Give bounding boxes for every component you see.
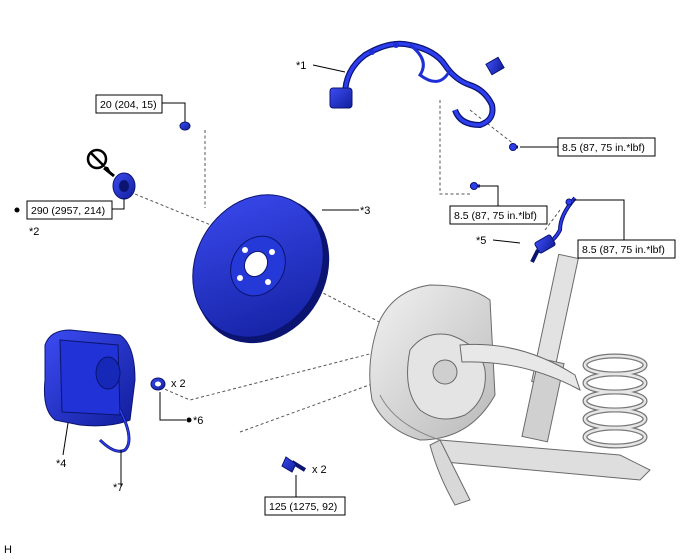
torque-label-290: 290 (2957, 214) <box>31 205 105 217</box>
torque-box-290: 290 (2957, 214) <box>26 200 113 220</box>
speed-sensor <box>530 196 577 263</box>
brake-disc <box>192 194 330 344</box>
caliper-washer <box>150 377 166 391</box>
leader-sensor <box>544 209 561 231</box>
leader-c4 <box>62 422 69 456</box>
quantity-bolt: x 2 <box>312 464 327 476</box>
leader-caliper-bolt <box>239 371 406 433</box>
hub-nut <box>112 172 136 200</box>
do-not-reuse-icon <box>86 148 115 178</box>
torque-box-20: 20 (204, 15) <box>95 94 163 114</box>
wire-harness <box>329 40 505 129</box>
quantity-washer: x 2 <box>171 378 186 390</box>
callout-5: *5 <box>476 235 486 247</box>
knuckle-lower <box>429 439 471 506</box>
torque-label-125: 125 (1275, 92) <box>269 501 337 513</box>
leader-c1 <box>312 64 346 73</box>
callout-7: *7 <box>113 482 123 494</box>
rear-suspension-assembly <box>369 253 651 506</box>
torque-label-85b: 8.5 (87, 75 in.*lbf) <box>454 210 537 222</box>
shock-absorber-tube <box>521 357 565 443</box>
leader-harness-b <box>469 109 516 146</box>
leader-85b <box>480 185 499 206</box>
torque-box-85c: 8.5 (87, 75 in.*lbf) <box>577 239 676 259</box>
leader-c6 <box>159 392 186 421</box>
torque-label-85c: 8.5 (87, 75 in.*lbf) <box>582 244 665 256</box>
leader-20 <box>162 102 186 122</box>
callout-3: *3 <box>360 205 370 217</box>
brake-caliper <box>44 329 136 453</box>
backing-plate-rim <box>379 394 441 441</box>
leader-caliper <box>154 349 386 401</box>
leader-lines <box>129 100 561 433</box>
leader-c5 <box>492 239 521 244</box>
bullet-dot-icon <box>186 417 192 423</box>
torque-label-85a: 8.5 (87, 75 in.*lbf) <box>562 142 645 154</box>
torque-box-85b: 8.5 (87, 75 in.*lbf) <box>449 205 548 225</box>
upper-arm <box>459 343 581 392</box>
harness-bolts <box>470 143 573 206</box>
disc-set-bolt <box>179 121 191 131</box>
leader-290 <box>112 198 125 210</box>
torque-box-85a: 8.5 (87, 75 in.*lbf) <box>557 137 656 157</box>
torque-label-20: 20 (204, 15) <box>100 99 157 111</box>
coil-spring <box>582 353 648 449</box>
callout-6: *6 <box>193 415 203 427</box>
callout-4: *4 <box>56 458 66 470</box>
corner-letter: H <box>4 544 12 556</box>
callout-2: *2 <box>29 226 39 238</box>
hub-bore <box>432 359 458 385</box>
label-leaders <box>62 64 625 497</box>
leader-disc-hub <box>254 257 396 331</box>
leader-85c <box>573 199 625 240</box>
leader-harness-a <box>439 100 470 195</box>
caliper-bolt <box>281 456 307 473</box>
callout-1: *1 <box>296 60 306 72</box>
torque-box-125: 125 (1275, 92) <box>264 496 346 516</box>
bullet-dot-icon <box>14 207 20 213</box>
